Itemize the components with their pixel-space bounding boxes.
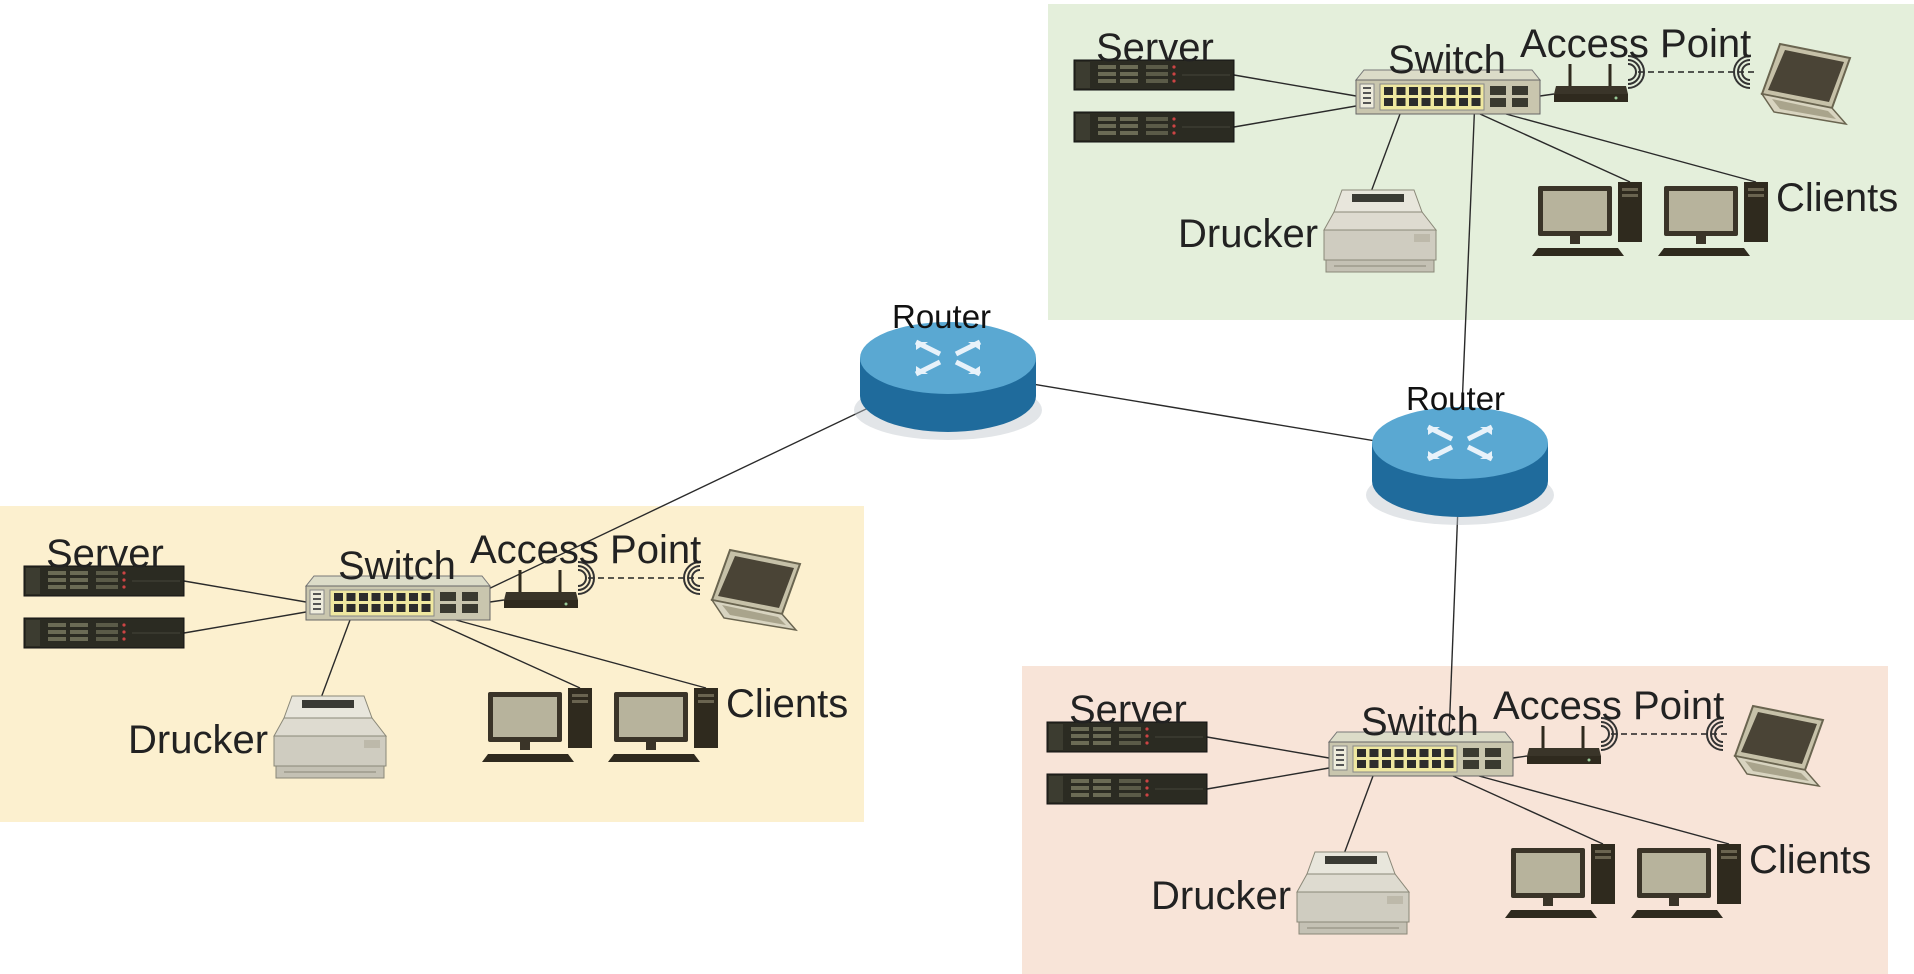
site-peach-zone xyxy=(1022,666,1888,974)
site-yellow-zone xyxy=(0,506,864,822)
site-peach-wireless-access-point-icon xyxy=(1527,726,1601,764)
site-peach-drucker-label: Drucker xyxy=(1151,874,1292,918)
site-yellow-access-point-label: Access Point xyxy=(470,528,702,572)
site-yellow-printer-icon xyxy=(273,695,388,779)
site-peach-rack-server-icon xyxy=(1046,773,1208,805)
site-yellow-wireless-access-point-icon xyxy=(504,570,578,608)
site-green-zone xyxy=(1048,4,1914,320)
site-peach-access-point-label: Access Point xyxy=(1493,684,1725,728)
site-green-drucker-label: Drucker xyxy=(1178,212,1319,256)
site-yellow-drucker-label: Drucker xyxy=(128,718,269,762)
site-green-desktop-computer-icon xyxy=(1658,182,1768,256)
site-green-access-point-label: Access Point xyxy=(1520,22,1752,66)
site-peach-desktop-computer-icon xyxy=(1505,844,1615,918)
router-left-label: Router xyxy=(892,298,992,335)
site-green-network-switch-icon xyxy=(1354,69,1542,115)
site-green-rack-server-icon xyxy=(1073,59,1235,91)
site-green-server-label: Server xyxy=(1096,26,1214,70)
site-green-desktop-computer-icon xyxy=(1532,182,1642,256)
site-yellow-clients-label: Clients xyxy=(726,682,849,726)
site-peach-clients-label: Clients xyxy=(1749,838,1872,882)
site-green-rack-server-icon xyxy=(1073,111,1235,143)
site-yellow-server-label: Server xyxy=(46,532,164,576)
site-yellow-laptop-icon xyxy=(710,548,802,632)
site-yellow-switch-label: Switch xyxy=(338,544,456,588)
router-right-label: Router xyxy=(1406,380,1506,417)
site-green-laptop-icon xyxy=(1760,42,1852,126)
site-yellow-rack-server-icon xyxy=(23,565,185,597)
site-peach-printer-icon xyxy=(1296,851,1411,935)
site-peach-rack-server-icon xyxy=(1046,721,1208,753)
site-peach-wireless-signal-icon xyxy=(1600,717,1724,751)
site-yellow-network-switch-icon xyxy=(304,575,492,621)
site-yellow-desktop-computer-icon xyxy=(482,688,592,762)
router-left-router-icon xyxy=(854,322,1042,440)
site-peach-desktop-computer-icon xyxy=(1631,844,1741,918)
site-yellow-rack-server-icon xyxy=(23,617,185,649)
site-peach-laptop-icon xyxy=(1733,704,1825,788)
site-green-switch-label: Switch xyxy=(1388,38,1506,82)
site-peach-network-switch-icon xyxy=(1327,731,1515,777)
site-green-wireless-signal-icon xyxy=(1627,55,1751,89)
site-peach-server-label: Server xyxy=(1069,688,1187,732)
site-green-printer-icon xyxy=(1323,189,1438,273)
site-yellow-wireless-signal-icon xyxy=(577,561,701,595)
router-right-router-icon xyxy=(1366,407,1554,525)
site-yellow-desktop-computer-icon xyxy=(608,688,718,762)
site-green-clients-label: Clients xyxy=(1776,176,1899,220)
site-peach-switch-label: Switch xyxy=(1361,700,1479,744)
site-green-wireless-access-point-icon xyxy=(1554,64,1628,102)
